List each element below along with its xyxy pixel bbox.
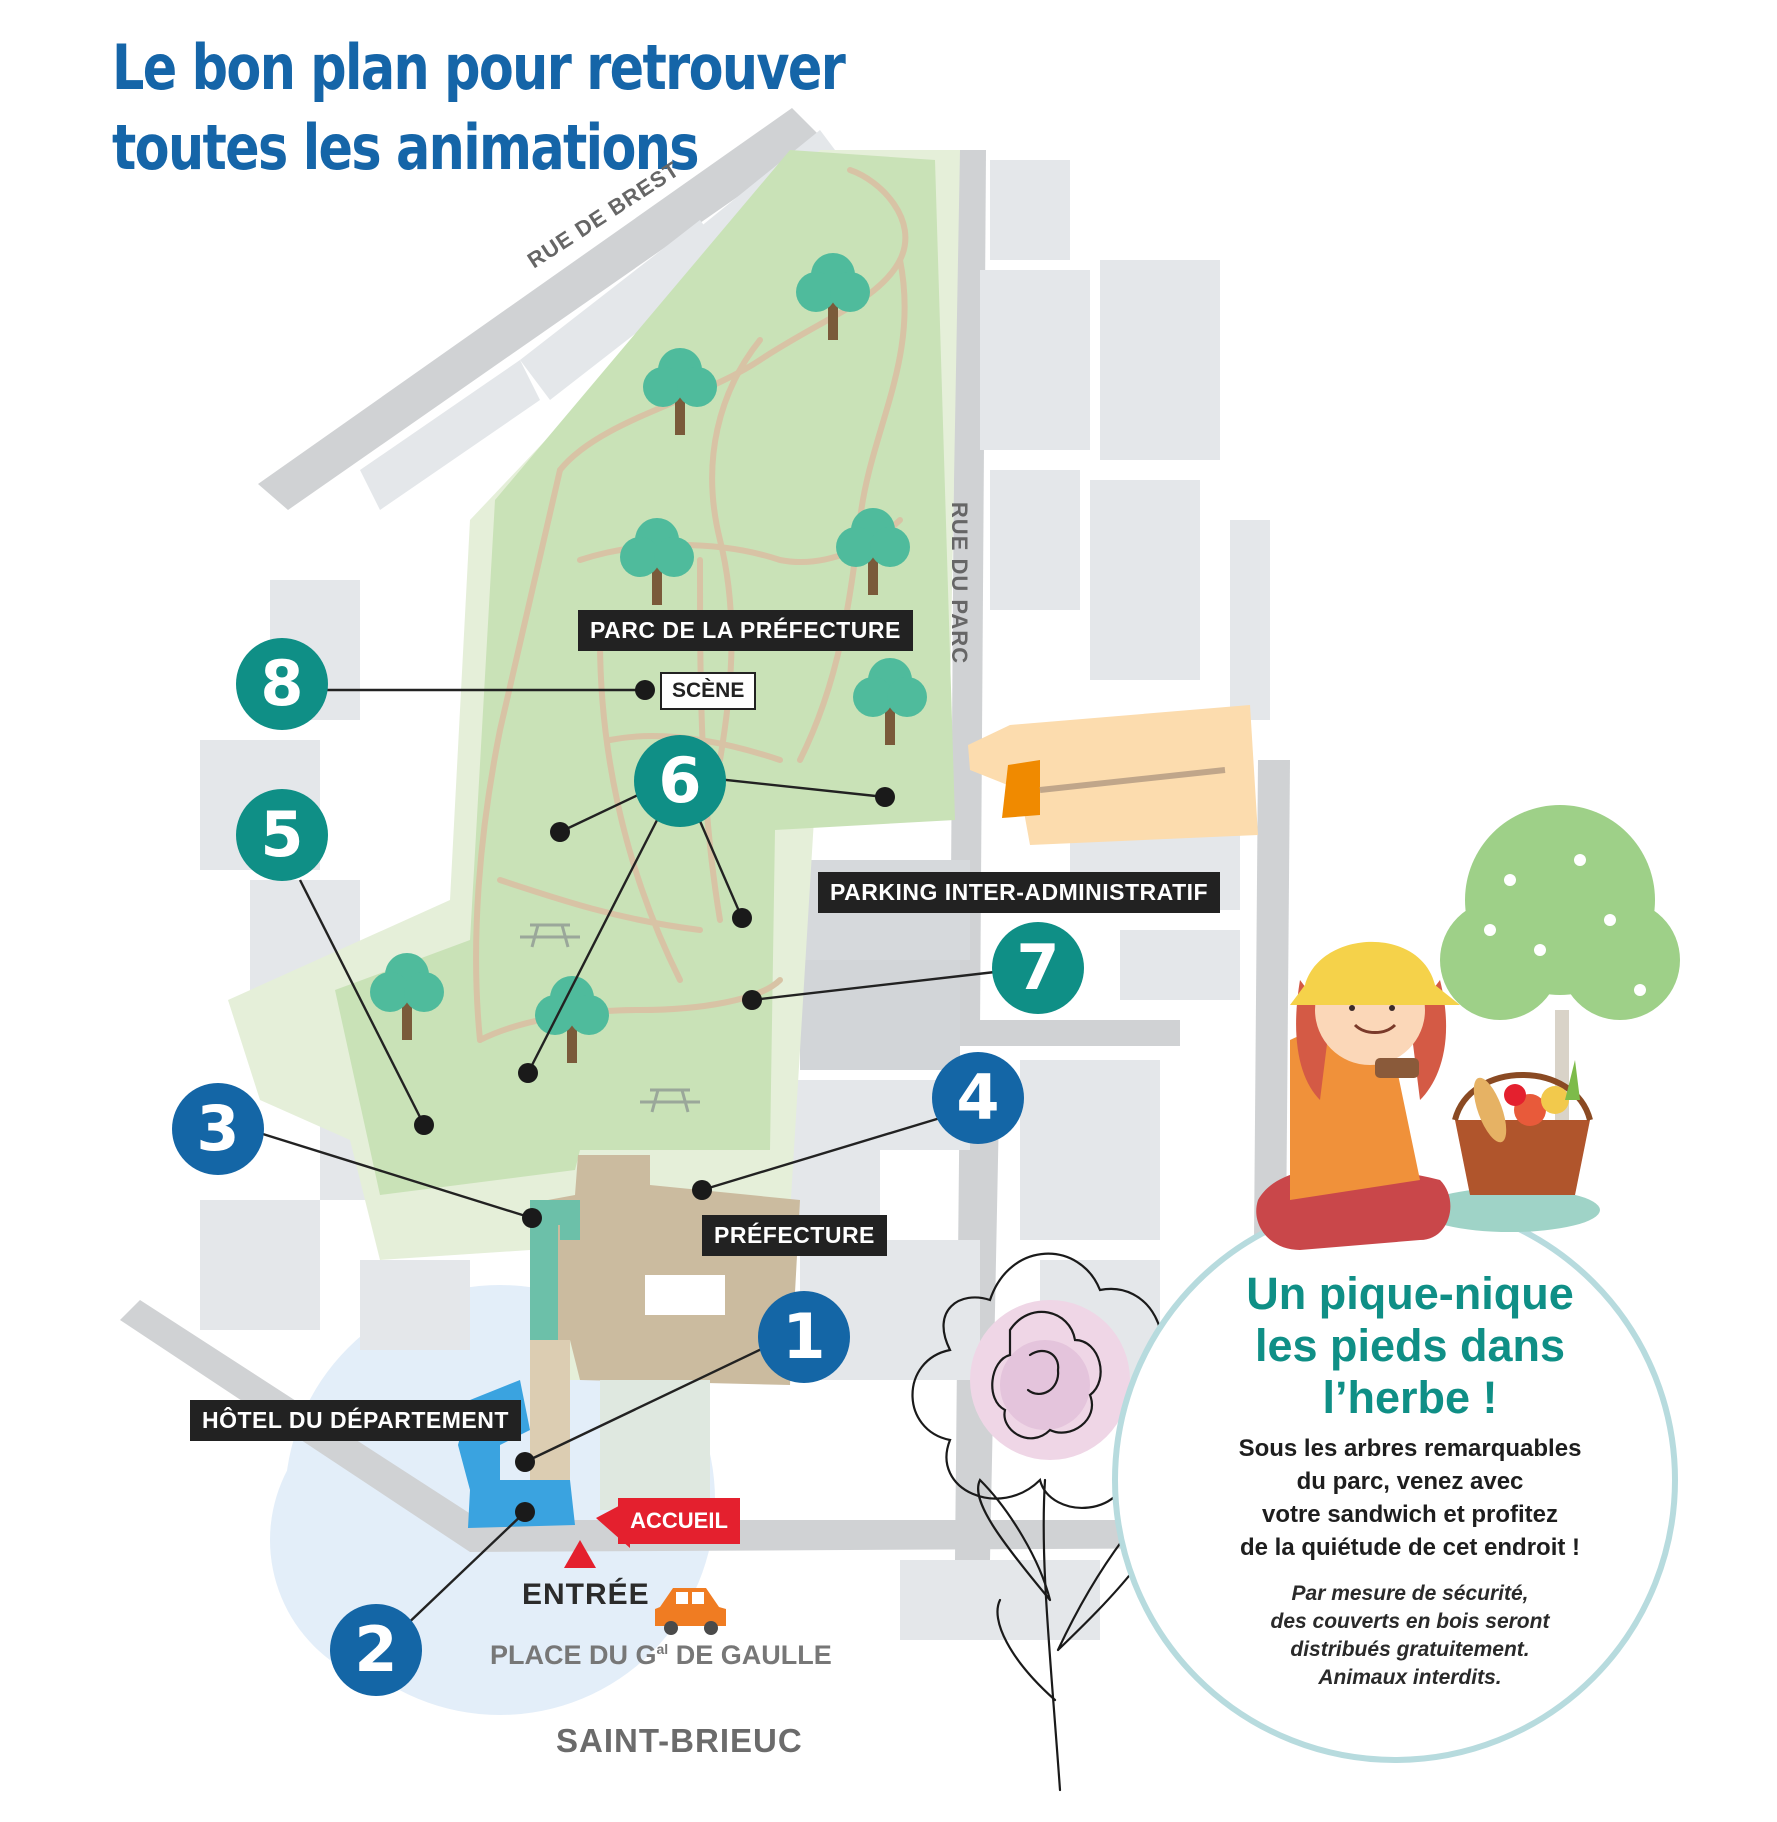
picnic-heading-line: Un pique-nique bbox=[1246, 1268, 1574, 1319]
tree-icon bbox=[836, 508, 910, 595]
place-de-gaulle-label: PLACE DU Gal DE GAULLE bbox=[490, 1640, 832, 1671]
picnic-description: Sous les arbres remarquables du parc, ve… bbox=[1180, 1432, 1640, 1564]
label-parc-prefecture: PARC DE LA PRÉFECTURE bbox=[578, 610, 913, 651]
marker-badge-6[interactable]: 6 bbox=[634, 735, 726, 827]
tree-icon bbox=[853, 658, 927, 745]
trees bbox=[370, 253, 927, 1063]
picnic-heading-line: les pieds dans bbox=[1254, 1320, 1566, 1371]
label-hotel-departement: HÔTEL DU DÉPARTEMENT bbox=[190, 1400, 521, 1441]
tree-icon bbox=[370, 953, 444, 1040]
title-line-1: Le bon plan pour retrouver bbox=[112, 31, 846, 104]
picnic-heading: Un pique-nique les pieds dans l’herbe ! bbox=[1180, 1268, 1640, 1424]
peony-illustration bbox=[911, 1252, 1182, 1792]
picnic-note-line: distribués gratuitement. bbox=[1290, 1638, 1530, 1661]
picnic-description-line: de la quiétude de cet endroit ! bbox=[1239, 1534, 1581, 1561]
label-scene: SCÈNE bbox=[660, 672, 757, 710]
tree-icon bbox=[796, 253, 870, 340]
marker-badge-7[interactable]: 7 bbox=[992, 922, 1084, 1014]
picnic-table-icon bbox=[640, 1088, 700, 1113]
tree-icon bbox=[643, 348, 717, 435]
prefecture-building bbox=[530, 1155, 800, 1510]
picnic-table-icon bbox=[520, 923, 580, 948]
accueil-sign: ACCUEIL bbox=[618, 1498, 740, 1544]
marker-badge-5[interactable]: 5 bbox=[236, 789, 328, 881]
picnic-description-line: du parc, venez avec bbox=[1296, 1468, 1524, 1495]
car-icon bbox=[655, 1588, 726, 1635]
street-label-rue-du-parc: RUE DU PARC bbox=[947, 501, 973, 665]
place-suffix: DE GAULLE bbox=[668, 1640, 832, 1670]
parking-structure bbox=[968, 705, 1258, 845]
page-title: Le bon plan pour retrouver toutes les an… bbox=[112, 28, 846, 188]
picnic-note-line: Par mesure de sécurité, bbox=[1291, 1582, 1529, 1605]
entree-label: ENTRÉE bbox=[522, 1578, 650, 1611]
marker-badge-4[interactable]: 4 bbox=[932, 1052, 1024, 1144]
place-prefix: PLACE DU G bbox=[490, 1640, 657, 1670]
picnic-heading-line: l’herbe ! bbox=[1322, 1372, 1498, 1423]
marker-badge-2[interactable]: 2 bbox=[330, 1604, 422, 1696]
marker-badge-1[interactable]: 1 bbox=[758, 1291, 850, 1383]
picnic-note-line: des couverts en bois seront bbox=[1270, 1610, 1550, 1633]
marker-badge-8[interactable]: 8 bbox=[236, 638, 328, 730]
picnic-safety-note: Par mesure de sécurité, des couverts en … bbox=[1180, 1580, 1640, 1692]
city-label: SAINT-BRIEUC bbox=[556, 1722, 803, 1759]
label-prefecture: PRÉFECTURE bbox=[702, 1215, 887, 1256]
picnic-description-line: Sous les arbres remarquables bbox=[1238, 1435, 1582, 1462]
picnic-note-line: Animaux interdits. bbox=[1318, 1666, 1502, 1689]
place-superscript: al bbox=[656, 1641, 669, 1657]
picnic-description-line: votre sandwich et profitez bbox=[1261, 1501, 1559, 1528]
marker-dots bbox=[414, 680, 895, 1522]
marker-badge-3[interactable]: 3 bbox=[172, 1083, 264, 1175]
tree-icon bbox=[620, 518, 694, 605]
picnic-illustration bbox=[1256, 805, 1680, 1250]
label-parking: PARKING INTER-ADMINISTRATIF bbox=[818, 872, 1221, 913]
road-network bbox=[120, 108, 1290, 1560]
entrance-triangle-icon bbox=[564, 1540, 596, 1568]
title-line-2: toutes les animations bbox=[112, 111, 700, 184]
park-lawn bbox=[335, 150, 955, 1195]
tree-icon bbox=[535, 976, 609, 1063]
